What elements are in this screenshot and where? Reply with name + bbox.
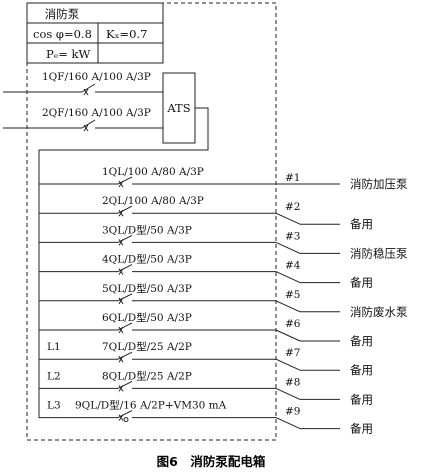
rated-power-text: Pₑ= kW (46, 47, 90, 61)
power-factor-text: cos φ=0.8 (33, 27, 92, 41)
feeder-circuit-7: 7QL/D型/25 A/2P #7 备用 L1 (39, 340, 373, 377)
breaker-cross-mark (118, 268, 124, 275)
circuit-number: #2 (285, 201, 300, 213)
ats-box (162, 72, 196, 144)
ats-label: ATS (166, 101, 190, 115)
feeder-bend-line (275, 417, 301, 430)
ats-output-line (38, 107, 209, 418)
breaker-cross-mark (118, 180, 124, 188)
figure-caption: 图6 消防泵配电箱 (157, 454, 266, 469)
circuit-number: #3 (285, 230, 300, 242)
phase-label: L2 (47, 370, 61, 382)
load-name: 备用 (350, 363, 373, 377)
circuit-number: #7 (285, 347, 300, 359)
parameter-table (26, 2, 164, 64)
feeder-bend-line (275, 212, 301, 225)
demand-factor-text: Kₓ=0.7 (106, 27, 147, 41)
load-name: 备用 (350, 334, 373, 348)
feeder-bend-line (275, 329, 301, 342)
circuit-number: #8 (285, 376, 300, 388)
breaker-label: 7QL/D型/25 A/2P (102, 340, 192, 353)
phase-label: L3 (47, 400, 61, 412)
breaker-cross-mark (118, 385, 124, 392)
circuit-number: #6 (285, 318, 301, 330)
feeder-circuit-8: 8QL/D型/25 A/2P #8 备用 L2 (39, 369, 373, 406)
breaker-cross-mark (118, 326, 124, 334)
load-name: 备用 (350, 217, 373, 231)
breaker-label: 3QL/D型/50 A/3P (102, 223, 192, 236)
load-name: 消防加压泵 (350, 177, 408, 191)
incomer-2-label: 2QF/160 A/100 A/3P (42, 107, 151, 119)
load-name: 消防稳压泵 (350, 246, 408, 260)
feeder-bend-line (275, 241, 301, 254)
incomer-1-label: 1QF/160 A/100 A/3P (42, 71, 151, 83)
circuit-number: #5 (285, 289, 300, 301)
rcd-symbol (123, 417, 129, 423)
feeder-circuit-6: 6QL/D型/50 A/3P #6 备用 (39, 311, 373, 348)
circuit-number: #4 (285, 260, 301, 272)
load-name: 备用 (350, 276, 373, 290)
breaker-label: 1QL/100 A/80 A/3P (102, 166, 204, 178)
incomer-1-line (3, 83, 163, 96)
breaker-cross-mark (118, 209, 124, 217)
feeder-circuit-9: 9QL/D型/16 A/2P+VM30 mA #9 备用 L3 (39, 399, 373, 436)
feeder-bend-line (275, 387, 301, 400)
breaker-cross-mark (118, 414, 124, 421)
circuit-number: #9 (285, 406, 300, 418)
breaker-label: 9QL/D型/16 A/2P+VM30 mA (75, 399, 227, 412)
feeder-circuit-5: 5QL/D型/50 A/3P #5 消防废水泵 (39, 282, 408, 319)
feeder-circuit-4: 4QL/D型/50 A/3P #4 备用 (39, 253, 373, 290)
breaker-label: 6QL/D型/50 A/3P (102, 311, 192, 324)
breaker-label: 4QL/D型/50 A/3P (102, 253, 192, 266)
feeder-circuit-1: 1QL/100 A/80 A/3P #1 消防加压泵 (39, 166, 408, 191)
feeder-bend-line (275, 358, 301, 371)
load-name: 消防废水泵 (350, 305, 408, 319)
breaker-cross-mark (118, 355, 124, 363)
feeder-circuit-3: 3QL/D型/50 A/3P #3 消防稳压泵 (39, 223, 408, 260)
load-name: 备用 (350, 392, 373, 406)
feeder-circuit-2: 2QL/100 A/80 A/3P #2 备用 (39, 195, 373, 231)
breaker-cross-mark (118, 239, 124, 246)
circuit-number: #1 (285, 172, 300, 184)
breaker-label: 5QL/D型/50 A/3P (102, 282, 192, 295)
breaker-label: 8QL/D型/25 A/2P (102, 369, 192, 382)
feeder-bend-line (275, 300, 301, 313)
feeder-circuits: 1QL/100 A/80 A/3P #1 消防加压泵 2QL/100 A/80 A/3… (39, 166, 408, 436)
incomer-2-line (3, 119, 163, 132)
breaker-cross-mark (118, 297, 124, 305)
load-name: 备用 (350, 422, 373, 436)
breaker-label: 2QL/100 A/80 A/3P (102, 195, 204, 207)
phase-label: L1 (47, 341, 61, 353)
feeder-bend-line (275, 271, 301, 284)
table-title: 消防泵 (45, 7, 80, 21)
